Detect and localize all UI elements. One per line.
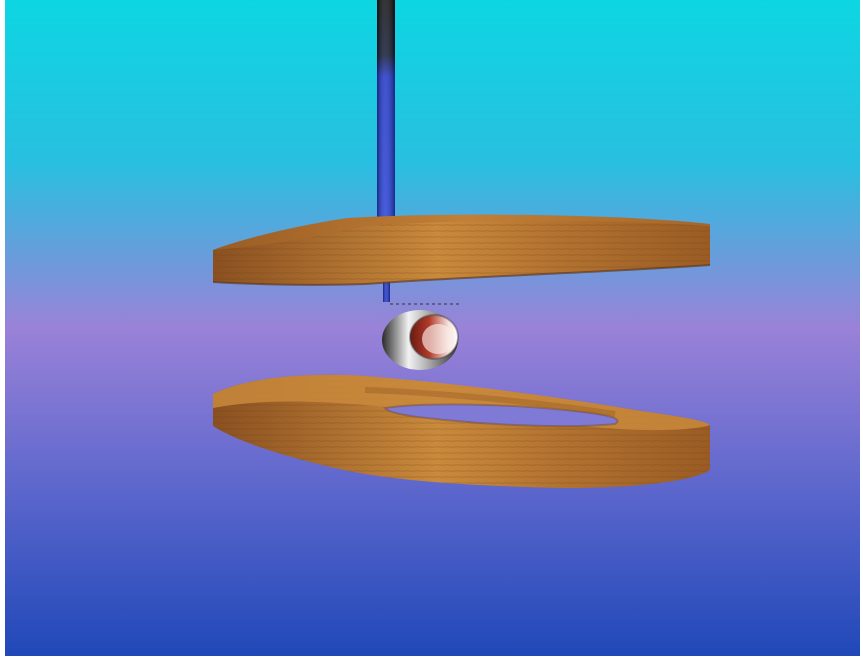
scene-viewport: [5, 0, 860, 656]
metal-ring: [382, 310, 458, 370]
scene-svg: [5, 0, 860, 656]
